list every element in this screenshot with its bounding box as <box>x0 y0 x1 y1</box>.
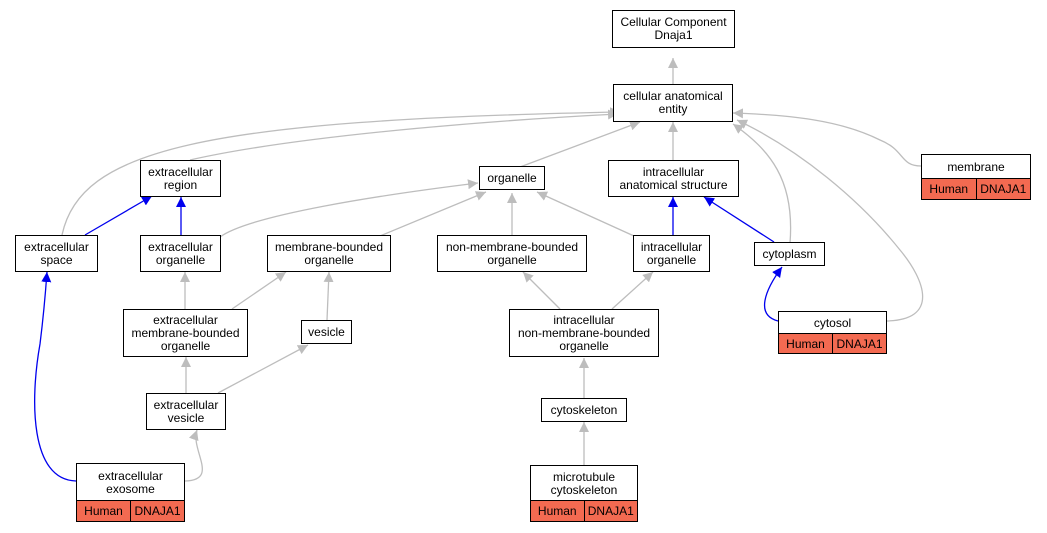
node-organelle[interactable]: organelle <box>479 166 545 190</box>
node-extracellular-region[interactable]: extracellular region <box>140 160 221 197</box>
node-cellular-anatomical-entity[interactable]: cellular anatomical entity <box>613 84 733 122</box>
annotation-gene[interactable]: DNAJA1 <box>975 179 1031 199</box>
edge-extracellular-region-to-cae <box>189 109 619 161</box>
edge-extracellular-vesicle-to-vesicle <box>217 344 309 394</box>
edge-intra-nmb-to-non-membrane-bounded <box>522 271 561 310</box>
node-extracellular-vesicle[interactable]: extracellular vesicle <box>146 393 226 430</box>
node-membrane-bounded-organelle[interactable]: membrane-bounded organelle <box>267 235 391 272</box>
annotation-cytosol: Human DNAJA1 <box>778 333 887 354</box>
node-cellular-component[interactable]: Cellular Component Dnaja1 <box>612 10 735 48</box>
edge-membrane-to-cae <box>732 108 922 167</box>
edge-cytoplasm-to-intracellular-structure <box>703 196 775 243</box>
node-cytoplasm[interactable]: cytoplasm <box>754 242 825 266</box>
annotation-gene[interactable]: DNAJA1 <box>130 501 184 521</box>
edge-ext-mb-organelle-to-membrane-bounded <box>231 271 287 310</box>
edge-intra-nmb-to-intracellular-organelle <box>611 271 654 310</box>
annotation-species[interactable]: Human <box>84 504 123 518</box>
edge-exosome-to-extracellular-vesicle <box>184 429 203 482</box>
node-vesicle[interactable]: vesicle <box>301 320 352 344</box>
edge-extracellular-organelle-to-organelle <box>219 179 479 238</box>
edge-cytosol-to-cytoplasm <box>763 266 783 322</box>
edge-cytoplasm-to-cae <box>732 123 792 244</box>
node-extracellular-organelle[interactable]: extracellular organelle <box>140 235 221 272</box>
annotation-extracellular-exosome: Human DNAJA1 <box>76 500 185 522</box>
edge-cytosol-to-cae <box>736 119 924 322</box>
annotation-gene[interactable]: DNAJA1 <box>832 334 886 353</box>
annotation-membrane: Human DNAJA1 <box>921 178 1031 200</box>
edge-extracellular-space-to-cae <box>61 107 621 236</box>
node-cytosol[interactable]: cytosol <box>778 311 887 334</box>
annotation-species[interactable]: Human <box>537 504 577 518</box>
annotation-microtubule-cytoskeleton: Human DNAJA1 <box>530 500 638 522</box>
node-cytoskeleton[interactable]: cytoskeleton <box>541 398 627 422</box>
node-extracellular-space[interactable]: extracellular space <box>15 235 98 272</box>
edge-vesicle-to-membrane-bounded <box>323 271 334 321</box>
edge-extracellular-space-to-extracellular-region <box>84 195 153 236</box>
node-intracellular-non-membrane-bounded-organelle[interactable]: intracellular non-membrane-bounded organ… <box>509 309 659 357</box>
node-membrane[interactable]: membrane <box>921 154 1031 179</box>
node-extracellular-exosome[interactable]: extracellular exosome <box>76 463 185 501</box>
annotation-species[interactable]: Human <box>929 182 969 196</box>
edge-exosome-to-extracellular-space <box>34 271 77 482</box>
node-non-membrane-bounded-organelle[interactable]: non-membrane-bounded organelle <box>437 235 587 272</box>
node-intracellular-organelle[interactable]: intracellular organelle <box>633 235 710 272</box>
edge-organelle-to-cae <box>519 120 641 168</box>
annotation-gene[interactable]: DNAJA1 <box>583 501 638 521</box>
edge-intracellular-organelle-to-organelle <box>536 191 635 237</box>
node-microtubule-cytoskeleton[interactable]: microtubule cytoskeleton <box>530 465 638 501</box>
node-extracellular-membrane-bounded-organelle[interactable]: extracellular membrane-bounded organelle <box>123 309 248 357</box>
annotation-species[interactable]: Human <box>786 336 825 351</box>
edge-membrane-bounded-to-organelle <box>379 191 487 237</box>
node-intracellular-anatomical-structure[interactable]: intracellular anatomical structure <box>608 160 739 197</box>
